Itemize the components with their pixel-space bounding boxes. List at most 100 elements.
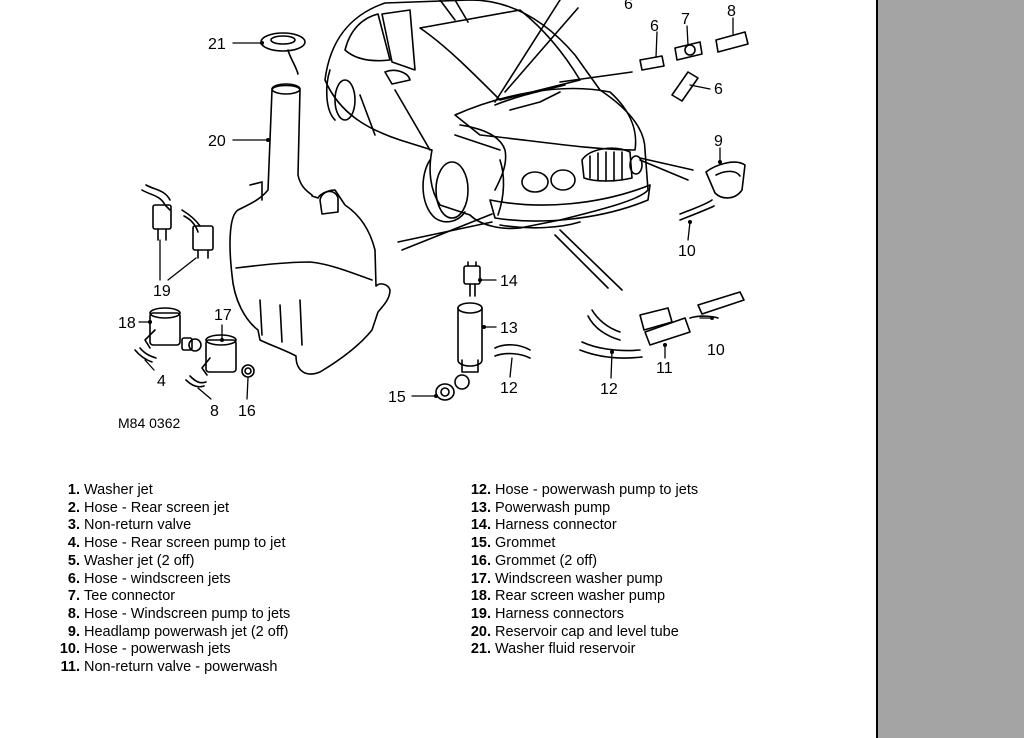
powerwash-hoses — [579, 291, 745, 359]
legend-item-label: Reservoir cap and level tube — [495, 623, 679, 640]
legend-item-number: 7. — [67, 588, 80, 605]
legend-item-label: Harness connectors — [495, 605, 624, 622]
legend-item-number: 15. — [470, 535, 491, 552]
legend-item-number: 5. — [67, 552, 80, 569]
legend-item-number: 19. — [470, 605, 491, 622]
legend-item-label: Hose - windscreen jets — [84, 570, 231, 587]
legend-item-number: 20. — [470, 623, 491, 640]
legend-item: 3.Non-return valve — [52, 517, 290, 535]
manual-page: 21 20 19 18 17 4 8 16 15 14 13 12 12 11 … — [52, 0, 749, 677]
headlamp-powerwash-jet — [679, 161, 746, 221]
reservoir-cap — [260, 32, 306, 75]
harness-connectors — [141, 184, 214, 259]
legend-item-number: 1. — [67, 482, 80, 498]
legend-item-number: 21. — [470, 641, 491, 658]
callout-12: 12 — [600, 381, 618, 398]
legend-item: 4.Hose - Rear screen pump to jet — [52, 535, 290, 553]
legend-item: 19.Harness connectors — [463, 606, 698, 624]
callout-13: 13 — [500, 320, 518, 337]
washer-system-diagram: 21 20 19 18 17 4 8 16 15 14 13 12 12 11 … — [118, 0, 749, 431]
callout-11: 11 — [656, 360, 673, 377]
legend-item: 12.Hose - powerwash pump to jets — [463, 482, 698, 500]
legend-item-number: 12. — [470, 482, 491, 498]
legend-item: 7.Tee connector — [52, 588, 290, 606]
callout-6: 6 — [624, 0, 633, 13]
legend-item-label: Non-return valve - powerwash — [84, 659, 278, 676]
legend-item-label: Headlamp powerwash jet (2 off) — [84, 623, 289, 640]
callout-17: 17 — [214, 307, 232, 324]
car-illustration — [324, 0, 651, 230]
callout-8: 8 — [210, 403, 219, 420]
callout-21: 21 — [208, 36, 226, 53]
legend-item-number: 10. — [59, 641, 80, 658]
legend-item-label: Washer jet — [84, 482, 153, 498]
callout-leaders — [138, 17, 734, 400]
callout-6: 6 — [650, 18, 659, 35]
legend-item: 21.Washer fluid reservoir — [463, 641, 698, 659]
legend-item-label: Harness connector — [495, 517, 617, 534]
legend-item: 17.Windscreen washer pump — [463, 571, 698, 589]
figure-reference: M84 0362 — [118, 415, 180, 431]
rear-screen-pump — [134, 307, 202, 363]
legend-item-number: 18. — [470, 588, 491, 605]
callout-15: 15 — [388, 389, 406, 406]
legend-item: 13.Powerwash pump — [463, 500, 698, 518]
callout-6: 6 — [714, 81, 723, 98]
legend-item: 1.Washer jet — [52, 482, 290, 500]
legend-item-label: Hose - Rear screen jet — [84, 499, 230, 516]
legend-item-number: 9. — [67, 623, 80, 640]
legend-item: 16.Grommet (2 off) — [463, 553, 698, 571]
legend-item-label: Washer jet (2 off) — [84, 552, 195, 569]
legend-item: 6.Hose - windscreen jets — [52, 571, 290, 589]
legend-item-label: Washer fluid reservoir — [495, 641, 636, 658]
callout-12: 12 — [500, 380, 518, 397]
legend-item-label: Grommet — [495, 535, 556, 552]
legend-item-label: Hose - powerwash pump to jets — [495, 482, 699, 498]
legend-item-number: 4. — [67, 535, 80, 552]
legend-item-label: Powerwash pump — [495, 499, 611, 516]
legend-item-label: Hose - Windscreen pump to jets — [84, 605, 291, 622]
legend-item-number: 16. — [470, 552, 491, 569]
legend-item-number: 13. — [470, 499, 491, 516]
callout-8: 8 — [727, 3, 736, 20]
legend-item-number: 2. — [67, 499, 80, 516]
legend-item-label: Hose - powerwash jets — [84, 641, 231, 658]
tee-and-windscreen-hoses — [639, 31, 749, 102]
legend-item: 10.Hose - powerwash jets — [52, 641, 290, 659]
powerwash-pump — [457, 302, 483, 373]
legend-item: 15.Grommet — [463, 535, 698, 553]
legend-item: 5.Washer jet (2 off) — [52, 553, 290, 571]
callout-16: 16 — [238, 403, 256, 420]
callout-7: 7 — [681, 11, 690, 28]
legend-item-label: Windscreen washer pump — [495, 570, 663, 587]
legend-item-number: 3. — [67, 517, 80, 534]
callout-14: 14 — [500, 273, 518, 290]
callout-19: 19 — [153, 283, 171, 300]
legend-item-number: 6. — [67, 570, 80, 587]
legend-item-label: Non-return valve — [84, 517, 192, 534]
legend-item: 2.Hose - Rear screen jet — [52, 500, 290, 518]
harness-connector — [463, 261, 481, 297]
legend-item-number: 14. — [470, 517, 491, 534]
legend-item-number: 8. — [67, 605, 80, 622]
callout-9: 9 — [714, 133, 723, 150]
callout-numbers: 21 20 19 18 17 4 8 16 15 14 13 12 12 11 … — [118, 0, 736, 431]
legend-item: 8.Hose - Windscreen pump to jets — [52, 606, 290, 624]
windscreen-pump — [185, 334, 255, 388]
side-panel — [876, 0, 1024, 738]
washer-reservoir — [229, 83, 391, 375]
callout-4: 4 — [157, 373, 166, 390]
callout-20: 20 — [208, 133, 226, 150]
legend-item: 20.Reservoir cap and level tube — [463, 624, 698, 642]
legend-item-label: Tee connector — [84, 588, 176, 605]
legend-item-label: Hose - Rear screen pump to jet — [84, 535, 286, 552]
callout-18: 18 — [118, 315, 136, 332]
callout-10: 10 — [707, 342, 725, 359]
legend-item: 14.Harness connector — [463, 517, 698, 535]
legend-item: 11.Non-return valve - powerwash — [52, 659, 290, 677]
legend-item-label: Grommet (2 off) — [495, 552, 598, 569]
legend-item-number: 17. — [470, 570, 491, 587]
callout-10: 10 — [678, 243, 696, 260]
